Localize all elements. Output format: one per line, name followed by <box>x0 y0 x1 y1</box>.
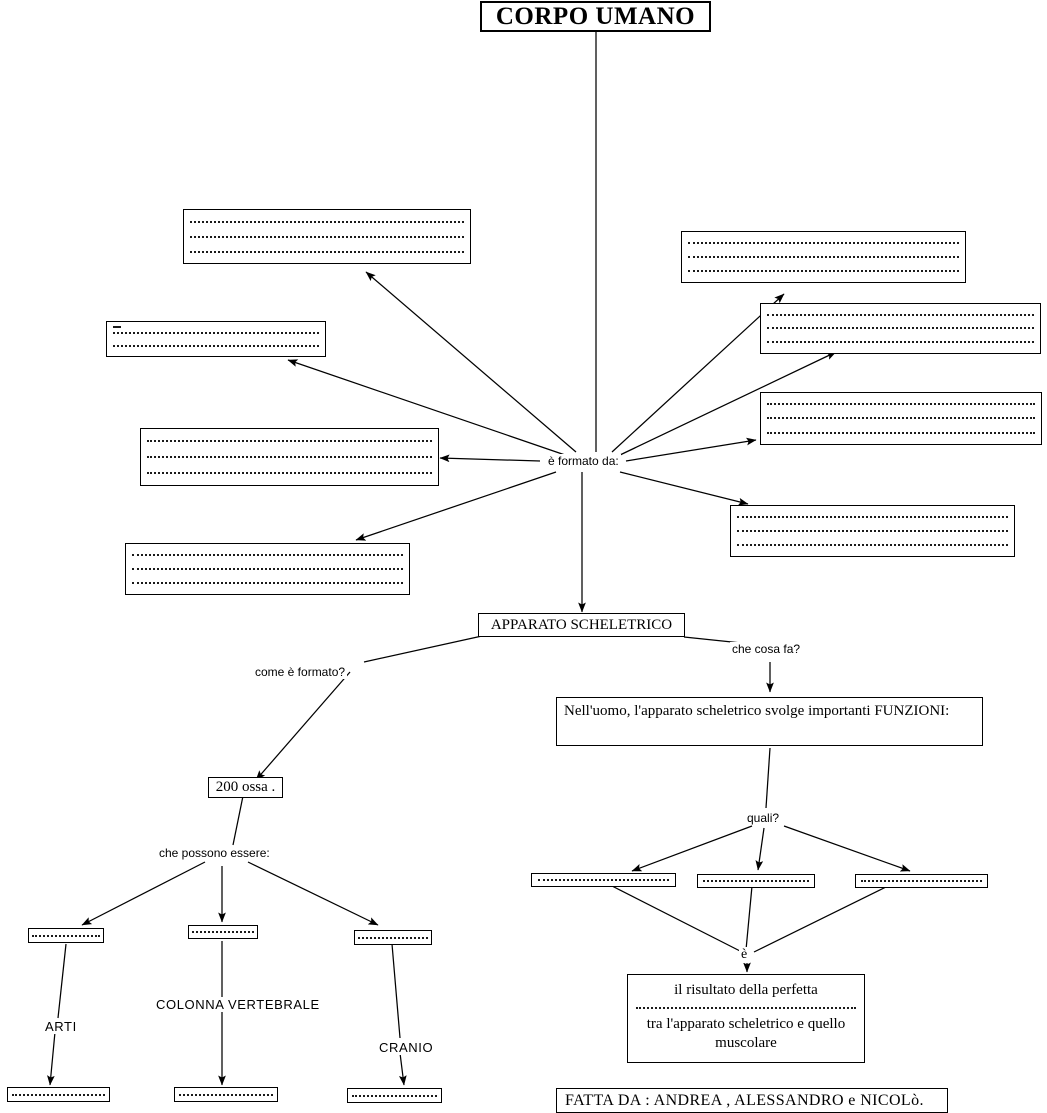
writing-line <box>737 544 1008 546</box>
writing-line <box>688 242 959 244</box>
edge-c-cranio <box>391 943 401 1039</box>
blank-field-left-upper[interactable] <box>106 321 326 357</box>
node-200-ossa: 200 ossa . <box>208 777 283 798</box>
blank-field-left-low[interactable] <box>125 543 410 595</box>
edge-label-e: è <box>739 947 750 963</box>
writing-line <box>767 403 1035 406</box>
writing-line <box>688 270 959 272</box>
writing-line <box>767 327 1034 330</box>
edge-possono-c <box>247 861 379 926</box>
footer-credits: FATTA DA : ANDREA , ALESSANDRO e NICOLò. <box>556 1088 948 1113</box>
writing-line <box>132 554 403 556</box>
edge-label-quali: quali? <box>745 811 782 825</box>
edge-possono-a <box>81 861 206 926</box>
edge-hub-left-mid <box>439 454 541 463</box>
blank-field-funzione-1[interactable] <box>531 873 676 887</box>
node-risultato: il risultato della perfetta tra l'appara… <box>627 974 865 1063</box>
blank-field-bones-b[interactable] <box>188 925 258 939</box>
writing-line <box>702 880 810 882</box>
writing-line <box>179 1093 273 1096</box>
edge-f1-e <box>611 885 743 953</box>
edge-label-che-possono-essere: che possono essere: <box>157 846 272 860</box>
writing-line <box>737 530 1008 532</box>
edge-cranio-blank <box>398 1052 407 1086</box>
blank-field-limb-a[interactable] <box>7 1087 110 1102</box>
blank-field-bones-c[interactable] <box>354 930 432 945</box>
edge-hub-left-top <box>365 271 577 453</box>
risultato-line-3: muscolare <box>715 1034 777 1051</box>
writing-line <box>737 516 1008 518</box>
edge-hub-right-mid <box>625 437 757 462</box>
writing-line <box>688 256 959 258</box>
lead-in-dash <box>113 326 121 328</box>
blank-field-limb-c[interactable] <box>347 1088 442 1103</box>
edge-quali-f1 <box>631 825 753 872</box>
writing-line <box>537 879 670 881</box>
writing-line <box>113 344 319 347</box>
writing-line <box>190 235 464 238</box>
writing-line <box>147 456 432 458</box>
node-apparato-scheletrico: APPARATO SCHELETRICO <box>478 613 685 637</box>
writing-line <box>767 431 1035 434</box>
writing-line <box>861 880 982 882</box>
edge-quali-f3 <box>783 825 911 872</box>
writing-line <box>31 934 101 937</box>
writing-line <box>132 582 403 584</box>
risultato-blank-line[interactable] <box>636 1006 856 1009</box>
blank-field-right-upper[interactable] <box>760 303 1041 354</box>
blank-field-left-top[interactable] <box>183 209 471 264</box>
edge-f3-e <box>753 885 889 953</box>
blank-field-limb-b[interactable] <box>174 1087 278 1102</box>
blank-field-funzione-3[interactable] <box>855 874 988 888</box>
edge-a-arti <box>57 943 67 1019</box>
writing-line <box>767 341 1034 344</box>
risultato-line-2: tra l'apparato scheletrico e quello <box>646 1015 846 1032</box>
edge-arti-blank <box>47 1031 56 1086</box>
edge-hub-right-low <box>619 471 749 506</box>
edge-ossa-possono <box>232 795 244 846</box>
page-title: CORPO UMANO <box>480 1 711 32</box>
risultato-line-1: il risultato della perfetta <box>674 982 818 998</box>
blank-field-bones-a[interactable] <box>28 928 104 943</box>
writing-line <box>132 568 403 570</box>
edge-apparato-come <box>363 635 483 663</box>
edge-come-ossa <box>255 671 351 781</box>
terminal-label-arti: ARTI <box>42 1019 80 1034</box>
writing-line <box>767 313 1034 316</box>
blank-field-right-top[interactable] <box>681 231 966 283</box>
writing-line <box>351 1094 438 1097</box>
edge-hub-right-top <box>611 293 785 453</box>
edge-funzioni-quali <box>765 747 771 809</box>
blank-field-left-mid[interactable] <box>140 428 439 486</box>
blank-field-right-mid[interactable] <box>760 392 1042 445</box>
writing-line <box>147 440 432 442</box>
writing-line <box>12 1093 105 1096</box>
writing-line <box>358 936 428 939</box>
terminal-label-cranio: CRANIO <box>376 1040 437 1055</box>
node-funzioni: Nell'uomo, l'apparato scheletrico svolge… <box>556 697 983 746</box>
edge-f2-e <box>745 885 753 951</box>
edge-label-e-formato-da: è formato da: <box>546 454 621 468</box>
writing-line <box>191 931 255 933</box>
writing-line <box>113 331 319 334</box>
blank-field-funzione-2[interactable] <box>697 874 815 888</box>
terminal-label-colonna-vertebrale: COLONNA VERTEBRALE <box>153 997 323 1012</box>
writing-line <box>190 220 464 223</box>
edge-quali-f2 <box>755 827 765 871</box>
writing-line <box>767 417 1035 420</box>
edge-label-come-e-formato: come è formato? <box>253 665 348 679</box>
writing-line <box>190 250 464 253</box>
writing-line <box>147 472 432 474</box>
blank-field-right-low[interactable] <box>730 505 1015 557</box>
edge-label-che-cosa-fa: che cosa fa? <box>730 642 803 656</box>
